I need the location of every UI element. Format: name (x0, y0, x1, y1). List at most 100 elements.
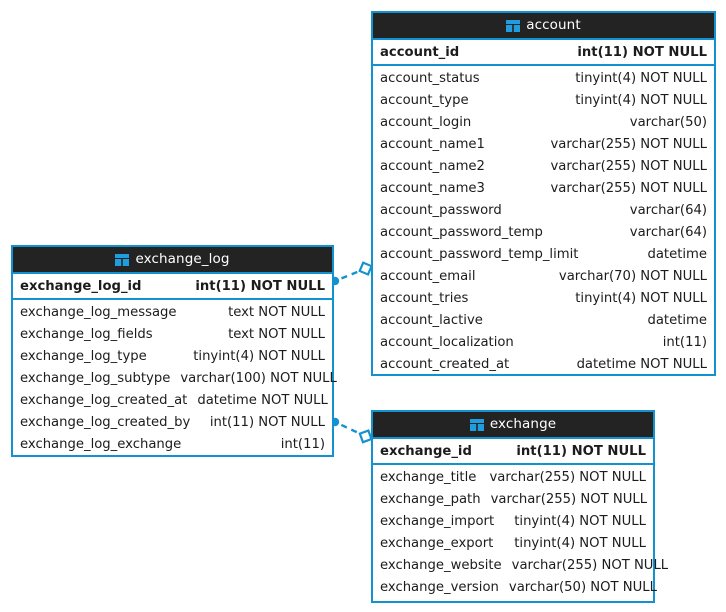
column-name: exchange_import (380, 513, 495, 529)
column-type: tinyint(4) NOT NULL (575, 92, 707, 108)
table-row[interactable]: exchange_import tinyint(4) NOT NULL (373, 510, 653, 532)
column-name: account_status (380, 70, 480, 86)
column-name: exchange_website (380, 557, 502, 573)
table-row[interactable]: account_status tinyint(4) NOT NULL (373, 67, 714, 89)
column-name: account_password (380, 202, 502, 218)
table-row[interactable]: exchange_path varchar(255) NOT NULL (373, 488, 653, 510)
table-header-account[interactable]: account (373, 13, 714, 38)
column-type: varchar(255) NOT NULL (550, 158, 708, 174)
table-row[interactable]: exchange_log_exchange int(11) (13, 433, 332, 455)
column-type: varchar(255) NOT NULL (550, 136, 708, 152)
column-name: exchange_version (380, 579, 499, 595)
column-type: int(11) (280, 436, 325, 452)
table-title: account (526, 16, 581, 33)
relationship-line (341, 269, 361, 280)
table-header-exchange[interactable]: exchange (373, 412, 653, 437)
table-row[interactable]: account_password_temp varchar(64) (373, 221, 714, 243)
column-type: int(11) NOT NULL (209, 414, 325, 430)
table-row[interactable]: exchange_log_fields text NOT NULL (13, 323, 332, 345)
table-row[interactable]: account_localization int(11) (373, 331, 714, 353)
column-type: tinyint(4) NOT NULL (575, 290, 707, 306)
column-name: account_name3 (380, 180, 485, 196)
column-type: varchar(64) (629, 224, 707, 240)
column-name: exchange_log_created_at (20, 392, 188, 408)
column-name: exchange_log_fields (20, 326, 153, 342)
column-type: varchar(50) (629, 114, 707, 130)
column-type: tinyint(4) NOT NULL (514, 513, 646, 529)
table-icon (506, 19, 521, 32)
column-name: account_name1 (380, 136, 485, 152)
column-name: exchange_path (380, 491, 481, 507)
table-row[interactable]: account_name1 varchar(255) NOT NULL (373, 133, 714, 155)
table-row[interactable]: exchange_id int(11) NOT NULL (373, 439, 653, 463)
column-name: exchange_log_subtype (20, 370, 171, 386)
column-name: account_type (380, 92, 469, 108)
relationship-exchange-log-created-by-to-account[interactable] (330, 261, 373, 286)
table-title: exchange_log (135, 250, 230, 267)
table-row[interactable]: exchange_log_created_at datetime NOT NULL (13, 389, 332, 411)
column-type: datetime NOT NULL (197, 392, 328, 408)
column-type: int(11) NOT NULL (516, 443, 646, 459)
column-type: datetime (647, 246, 707, 262)
table-row[interactable]: account_lactive datetime (373, 309, 714, 331)
column-name: account_email (380, 268, 476, 284)
column-name: exchange_title (380, 469, 477, 485)
column-name: account_password_temp_limit (380, 246, 579, 262)
table-row[interactable]: account_type tinyint(4) NOT NULL (373, 89, 714, 111)
table-row[interactable]: account_password_temp_limit datetime (373, 243, 714, 265)
column-name: exchange_log_exchange (20, 436, 182, 452)
column-type: varchar(255) NOT NULL (511, 557, 669, 573)
column-type: text NOT NULL (228, 304, 325, 320)
relationship-exchange-log-exchange-to-exchange[interactable] (330, 417, 373, 444)
table-row[interactable]: exchange_website varchar(255) NOT NULL (373, 554, 668, 576)
column-type: varchar(255) NOT NULL (489, 469, 647, 485)
column-type: varchar(70) NOT NULL (558, 268, 707, 284)
table-row[interactable]: exchange_title varchar(255) NOT NULL (373, 466, 653, 488)
column-name: account_password_temp (380, 224, 543, 240)
column-name: exchange_export (380, 535, 494, 551)
column-name: exchange_log_id (20, 278, 142, 294)
column-type: int(11) NOT NULL (577, 44, 707, 60)
primary-key-row[interactable]: exchange_id int(11) NOT NULL (373, 437, 653, 465)
column-name: exchange_log_message (20, 304, 177, 320)
table-row[interactable]: account_name3 varchar(255) NOT NULL (373, 177, 714, 199)
column-type: int(11) (662, 334, 707, 350)
relationship-endpoint-diamond (358, 261, 373, 276)
table-row[interactable]: account_created_at datetime NOT NULL (373, 353, 714, 375)
table-icon (115, 253, 130, 266)
column-type: datetime NOT NULL (576, 356, 707, 372)
relationship-line (340, 423, 361, 435)
table-header-exchange_log[interactable]: exchange_log (13, 247, 332, 272)
table-title: exchange (489, 415, 557, 432)
column-name: account_lactive (380, 312, 483, 328)
column-name: account_created_at (380, 356, 510, 372)
column-type: text NOT NULL (228, 326, 325, 342)
column-name: exchange_id (380, 443, 472, 459)
column-type: tinyint(4) NOT NULL (575, 70, 707, 86)
column-name: account_localization (380, 334, 514, 350)
table-icon (469, 418, 484, 431)
table-row[interactable]: exchange_log_message text NOT NULL (13, 301, 332, 323)
column-type: varchar(255) NOT NULL (490, 491, 648, 507)
column-type: varchar(255) NOT NULL (550, 180, 708, 196)
column-type: datetime (647, 312, 707, 328)
table-row[interactable]: account_email varchar(70) NOT NULL (373, 265, 714, 287)
